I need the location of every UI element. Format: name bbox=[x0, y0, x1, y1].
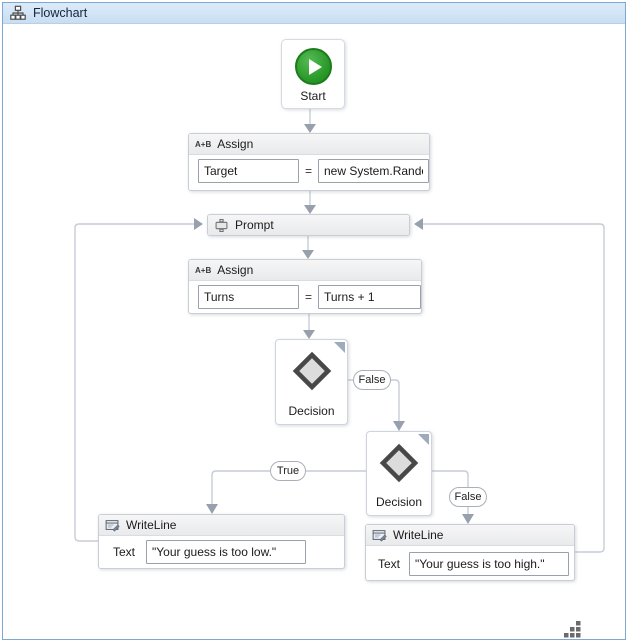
connector-decision1-false bbox=[348, 379, 405, 431]
decision-2-false-label[interactable]: False bbox=[449, 487, 487, 507]
decision-2-true-label[interactable]: True bbox=[270, 461, 306, 481]
assign-icon: A+B bbox=[195, 265, 212, 275]
writeline-low-title: WriteLine bbox=[126, 518, 177, 532]
decision-diamond-icon bbox=[379, 443, 419, 483]
activity-icon bbox=[215, 218, 228, 232]
decision-label: Decision bbox=[375, 495, 423, 509]
decision-label: Decision bbox=[288, 404, 335, 418]
writeline-low-activity[interactable]: WriteLine Text bbox=[98, 514, 345, 569]
writeline-high-text-field[interactable] bbox=[409, 552, 570, 576]
assign-target-to-field[interactable] bbox=[198, 159, 299, 183]
text-label: Text bbox=[113, 545, 136, 559]
page-title: Flowchart bbox=[33, 6, 88, 20]
assign-turns-value-field[interactable] bbox=[318, 285, 421, 309]
start-icon bbox=[294, 48, 332, 85]
prompt-activity[interactable]: Prompt bbox=[207, 214, 410, 236]
prompt-title: Prompt bbox=[235, 218, 274, 232]
connector-layer bbox=[74, 109, 605, 553]
connector-writeline-high-loopback bbox=[414, 218, 605, 553]
decision-2-node[interactable]: Decision bbox=[366, 431, 432, 516]
connector-assign-to-prompt bbox=[304, 191, 316, 214]
assign-turns-to-field[interactable] bbox=[198, 285, 299, 309]
resize-grip[interactable] bbox=[564, 621, 582, 639]
assign-target-value-field[interactable] bbox=[318, 159, 429, 183]
decision-diamond-icon bbox=[292, 351, 331, 391]
writeline-icon bbox=[105, 519, 120, 532]
assign-turns-activity[interactable]: A+B Assign = bbox=[188, 259, 422, 314]
writeline-icon bbox=[372, 529, 387, 542]
connector-decision2-false bbox=[432, 470, 474, 524]
equals-sign: = bbox=[304, 164, 312, 178]
connector-start-to-assign bbox=[304, 109, 316, 133]
decision-1-false-label[interactable]: False bbox=[353, 370, 391, 390]
assign-target-title: Assign bbox=[217, 137, 254, 151]
decision-1-node[interactable]: Decision bbox=[275, 339, 348, 425]
start-label: Start bbox=[300, 89, 326, 103]
writeline-high-header: WriteLine bbox=[366, 525, 574, 546]
connector-decision2-true bbox=[206, 470, 366, 514]
writeline-low-header: WriteLine bbox=[99, 515, 344, 536]
flowchart-titlebar: Flowchart bbox=[3, 3, 625, 24]
flowchart-icon bbox=[10, 5, 26, 20]
writeline-high-activity[interactable]: WriteLine Text bbox=[365, 524, 575, 581]
connector-writeline-low-loopback bbox=[74, 218, 203, 542]
play-icon bbox=[308, 58, 322, 75]
connector-assign-to-decision bbox=[303, 314, 315, 339]
assign-icon: A+B bbox=[195, 139, 212, 149]
connector-prompt-to-assign bbox=[302, 236, 314, 259]
assign-target-header: A+B Assign bbox=[189, 134, 429, 155]
assign-target-activity[interactable]: A+B Assign = bbox=[188, 133, 430, 191]
assign-turns-title: Assign bbox=[217, 263, 254, 277]
text-label: Text bbox=[378, 557, 401, 571]
assign-turns-header: A+B Assign bbox=[189, 260, 421, 281]
start-node[interactable]: Start bbox=[281, 39, 345, 109]
writeline-high-title: WriteLine bbox=[393, 528, 444, 542]
collapse-corner-icon bbox=[334, 342, 345, 353]
equals-sign: = bbox=[304, 290, 312, 304]
prompt-header: Prompt bbox=[208, 215, 409, 235]
collapse-corner-icon bbox=[418, 434, 429, 445]
writeline-low-text-field[interactable] bbox=[146, 540, 307, 564]
flowchart-canvas[interactable]: Start A+B Assign = bbox=[3, 25, 625, 639]
